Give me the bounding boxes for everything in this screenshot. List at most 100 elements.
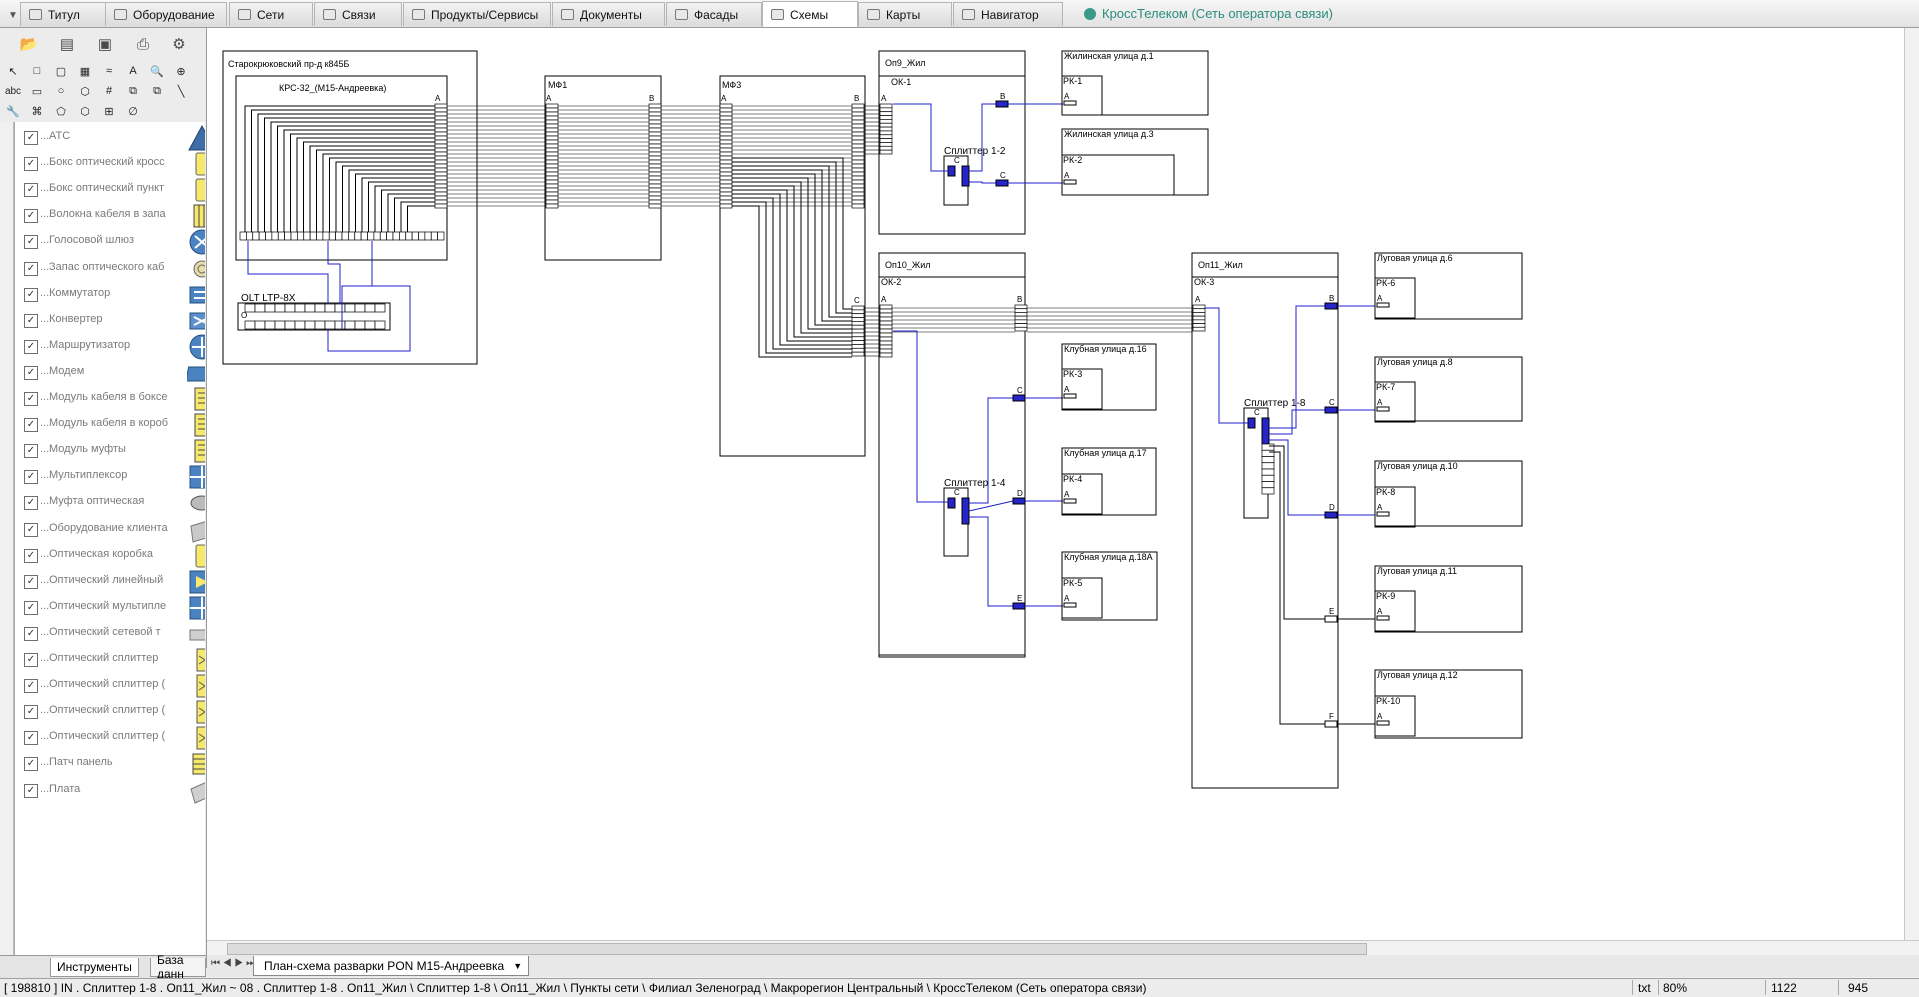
vertical-scrollbar[interactable] [1904,28,1919,940]
rectangle-icon[interactable]: □ [33,65,41,77]
library-item-checkbox[interactable]: ✓ [24,183,38,198]
library-item-checkbox[interactable]: ✓ [24,339,38,354]
library-item[interactable]: ✓...Оптический линейный [15,566,205,598]
tab-documents[interactable]: Документы [552,2,665,26]
circle-icon[interactable]: ○ [57,85,65,97]
library-item[interactable]: ✓...Бокс оптический пункт [15,174,205,206]
library-item-checkbox[interactable]: ✓ [24,653,38,667]
text-tool-icon[interactable]: A [129,65,137,77]
sheet-nav-arrows-icon[interactable]: ⏮ ◀ ▶ ⏭ [211,958,256,969]
library-item[interactable]: ✓...Муфта оптическая [15,487,205,519]
connector-icon[interactable]: ⌘ [31,105,43,118]
library-item[interactable]: ✓...Оптический сплиттер [15,644,205,676]
library-item[interactable]: ✓...Оптическая коробка [15,540,205,572]
library-item[interactable]: ✓...Модуль кабеля в боксе [15,383,205,415]
library-item[interactable]: ✓...Мультиплексор [15,461,205,493]
chevron-down-icon[interactable]: ▼ [513,960,523,971]
library-item-checkbox[interactable]: ✓ [24,522,38,537]
layers-icon[interactable]: ▦ [79,65,91,78]
pointer-icon[interactable]: ↖ [8,65,18,78]
library-item[interactable]: ✓...Оборудование клиента [15,514,205,546]
tab-equipment[interactable]: Оборудование [105,2,227,26]
library-item-checkbox[interactable]: ✓ [24,496,38,511]
library-item-checkbox[interactable]: ✓ [24,392,38,406]
zoom-in-icon[interactable]: ⊕ [176,65,186,78]
notebook-icon[interactable]: ▤ [59,36,75,53]
library-item-checkbox[interactable]: ✓ [24,287,38,302]
library-item-checkbox[interactable]: ✓ [24,131,38,145]
library-item-checkbox[interactable]: ✓ [24,548,38,563]
library-item[interactable]: ✓...Конвертер [15,305,205,337]
library-item-checkbox[interactable]: ✓ [24,731,38,746]
library-item[interactable]: ✓...Оптический сетевой т [15,618,205,650]
library-item[interactable]: ✓...Оптический мультипле [15,592,205,624]
sheet-tab[interactable]: План-схема разварки PON М15-Андреевка▼ [253,956,530,976]
library-item-checkbox[interactable]: ✓ [24,444,38,459]
zoom-out-icon[interactable]: 🔍 [150,65,164,78]
tab-networks[interactable]: Сети [229,2,313,26]
library-item-checkbox[interactable]: ✓ [24,757,38,772]
library-item-checkbox[interactable]: ✓ [24,157,38,172]
library-item[interactable]: ✓...Маршрутизатор [15,331,205,363]
library-item-checkbox[interactable]: ✓ [24,470,38,485]
grid-icon[interactable]: # [105,85,113,97]
line-icon[interactable]: ╲ [177,85,185,98]
tab-navigator[interactable]: Навигатор [953,2,1063,26]
library-item[interactable]: ✓...Оптический сплиттер ( [15,722,205,754]
library-item-checkbox[interactable]: ✓ [24,313,38,328]
library-item[interactable]: ✓...Модем [15,357,205,389]
zigzag-icon[interactable]: ≈ [105,65,113,77]
library-item-checkbox[interactable]: ✓ [24,600,38,615]
print-icon[interactable]: ⎙ [136,35,149,53]
open-folder-icon[interactable]: 📂 [19,36,39,53]
hexagon-icon[interactable]: ⬡ [80,105,90,118]
library-item[interactable]: ✓...Голосовой шлюз [15,226,205,258]
duplicate-icon[interactable]: ⧉ [153,84,161,97]
library-item[interactable]: ✓...Запас оптического каб [15,253,205,285]
tab-database[interactable]: База данн [150,953,206,981]
library-scrollbar[interactable] [0,122,14,982]
grid2-icon[interactable]: ⊞ [104,105,114,118]
pentagon-icon[interactable]: ⬠ [56,105,66,118]
tab-menu-arrow-icon[interactable]: ▼ [8,10,18,21]
library-item[interactable]: ✓...Модуль кабеля в короб [15,409,205,441]
tab-title[interactable]: Титул [20,2,106,26]
library-item-checkbox[interactable]: ✓ [24,783,38,798]
tab-links[interactable]: Связи [314,2,402,26]
library-item-checkbox[interactable]: ✓ [24,261,38,276]
horizontal-scroll-thumb[interactable] [227,943,1367,955]
tab-products[interactable]: Продукты/Сервисы [403,2,551,26]
rounded-box-icon[interactable]: ▭ [31,85,43,98]
abc-icon[interactable]: abc [4,82,22,100]
library-item-checkbox[interactable]: ✓ [24,365,38,380]
library-item[interactable]: ✓...Волокна кабеля в запа [15,200,205,232]
library-item-checkbox[interactable]: ✓ [24,705,38,720]
save-icon[interactable]: ▣ [97,36,113,53]
library-item[interactable]: ✓...Оптический сплиттер ( [15,696,205,728]
library-item[interactable]: ✓...Оптический сплиттер ( [15,670,205,702]
tab-maps[interactable]: Карты [858,2,952,26]
library-item-checkbox[interactable]: ✓ [24,574,38,589]
library-item[interactable]: ✓...Патч панель [15,748,205,780]
wrench-icon[interactable]: 🔧 [6,105,20,118]
library-item-checkbox[interactable]: ✓ [24,209,38,224]
horizontal-scrollbar[interactable] [207,940,1919,956]
tab-tools[interactable]: Инструменты [50,958,139,977]
library-item-checkbox[interactable]: ✓ [24,679,38,694]
library-item-checkbox[interactable]: ✓ [24,235,38,250]
library-item[interactable]: ✓...Бокс оптический кросс [15,148,205,180]
settings-gear-icon[interactable]: ⚙ [172,36,186,53]
library-item-checkbox[interactable]: ✓ [24,418,38,433]
tab-facades[interactable]: Фасады [666,2,762,26]
library-item[interactable]: ✓...Коммутатор [15,279,205,311]
rounded-rect-icon[interactable]: ▢ [55,65,67,78]
library-item-checkbox[interactable]: ✓ [24,626,38,641]
tab-schemes[interactable]: Схемы [762,1,858,27]
library-item[interactable]: ✓...Плата [15,775,205,807]
polygon-icon[interactable]: ⬡ [80,85,90,98]
copy-icon[interactable]: ⧉ [129,84,137,97]
library-item[interactable]: ✓...АТС [15,122,205,154]
library-item[interactable]: ✓...Модуль муфты [15,435,205,467]
empty-set-icon[interactable]: ∅ [128,105,138,118]
